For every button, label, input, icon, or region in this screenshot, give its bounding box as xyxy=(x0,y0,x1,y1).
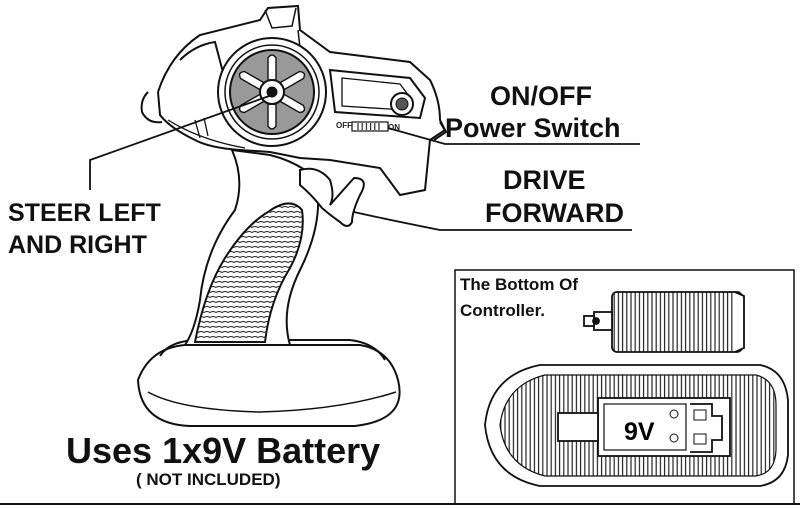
battery-value-label: 9V xyxy=(624,418,655,446)
power-knob xyxy=(390,92,414,116)
handle-bottom-view xyxy=(583,291,745,353)
drive-label: DRIVE xyxy=(503,165,586,195)
throttle-trigger xyxy=(299,167,365,227)
not-included-label: ( NOT INCLUDED) xyxy=(136,470,281,489)
on-off-label: ON/OFF xyxy=(490,81,592,111)
steer-label-line2: AND RIGHT xyxy=(8,231,147,259)
leader-lines xyxy=(89,94,640,231)
forward-label: FORWARD xyxy=(485,198,624,228)
controller-handle xyxy=(183,148,320,346)
power-switch-label: Power Switch xyxy=(445,113,621,143)
switch-off-label: OFF xyxy=(336,121,352,130)
drive-leader-line xyxy=(353,211,632,231)
battery-usage-label: Uses 1x9V Battery xyxy=(66,430,381,471)
base-bottom-view xyxy=(484,364,789,487)
power-leader-line xyxy=(387,127,640,145)
inset-title-line2: Controller. xyxy=(460,301,546,320)
inset-title-line1: The Bottom Of xyxy=(460,275,579,294)
steer-leader-line xyxy=(89,94,273,190)
steer-label-line1: STEER LEFT xyxy=(8,199,161,227)
switch-on-label: ON xyxy=(388,123,400,132)
power-switch-slider xyxy=(351,121,389,132)
steering-wheel xyxy=(217,37,327,147)
controller-base xyxy=(136,339,401,427)
